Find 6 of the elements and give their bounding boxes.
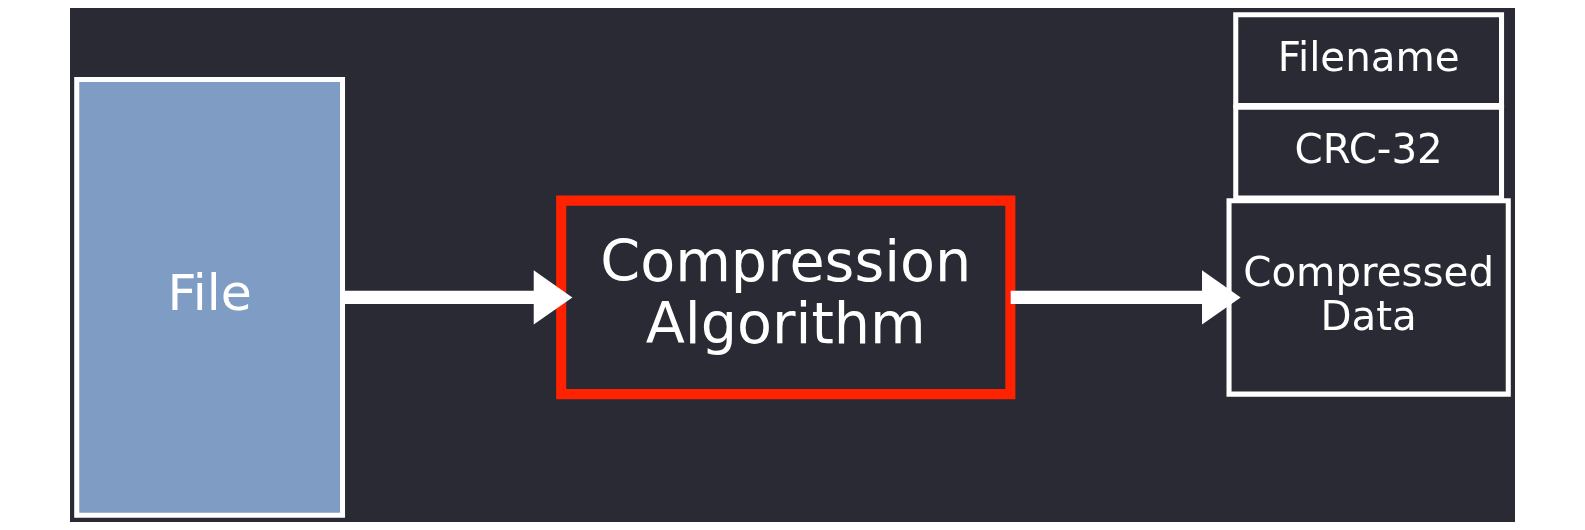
arrow	[1010, 270, 1241, 325]
node-box: File	[74, 77, 346, 518]
node-box: Compression Algorithm	[556, 195, 1016, 400]
node-box: Compressed Data	[1226, 198, 1511, 397]
arrow	[342, 270, 573, 325]
node-box: Filename	[1233, 12, 1505, 109]
